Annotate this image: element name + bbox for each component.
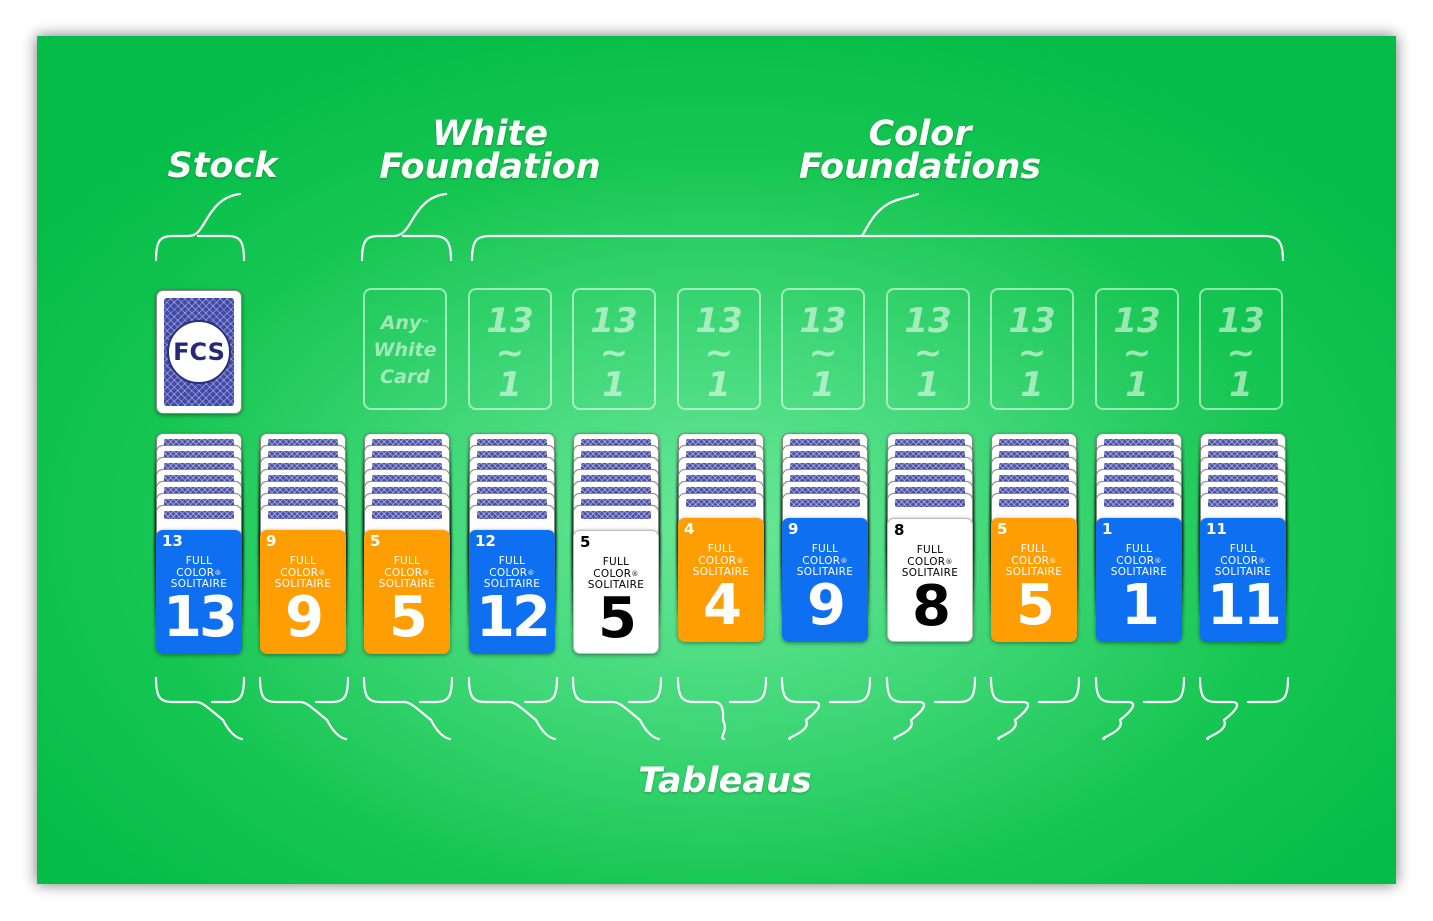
card-corner-rank: 5: [370, 532, 381, 550]
card-rank: 5: [389, 585, 428, 650]
foundation-range-sep: ~: [1017, 333, 1047, 373]
foundation-range-bottom: 1: [602, 365, 626, 405]
color-foundation-slot[interactable]: 13~1: [1199, 288, 1283, 410]
card-rank: 11: [1207, 573, 1282, 638]
foundation-range-bottom: 1: [811, 365, 835, 405]
color-foundation-slot[interactable]: 13~1: [468, 288, 552, 410]
color-foundations-label: Color Foundations: [755, 114, 1085, 187]
foundation-range-top: 13: [904, 301, 952, 341]
card-corner-rank: 4: [684, 520, 695, 538]
foundation-range-bottom: 1: [1020, 365, 1044, 405]
card-rank: 5: [1016, 573, 1055, 638]
foundation-range-sep: ~: [1122, 333, 1152, 373]
foundation-range-top: 13: [799, 301, 847, 341]
foundation-range-top: 13: [590, 301, 638, 341]
foundation-range-bottom: 1: [707, 365, 731, 405]
card-rank: 8: [912, 574, 951, 639]
foundation-range-top: 13: [486, 301, 534, 341]
foundation-range-sep: ~: [599, 333, 629, 373]
card-corner-rank: 1: [1102, 520, 1113, 538]
foundation-range-bottom: 1: [498, 365, 522, 405]
white-foundation-label-line1: White: [432, 114, 548, 154]
color-foundation-slot[interactable]: 13~1: [990, 288, 1074, 410]
foundation-range-sep: ~: [913, 333, 943, 373]
white-foundation-any: Any™: [380, 312, 430, 334]
stock-label: Stock: [167, 146, 278, 186]
white-foundation-slot[interactable]: Any™ White Card: [363, 288, 447, 410]
color-foundation-slot[interactable]: 13~1: [572, 288, 656, 410]
foundation-range-bottom: 1: [1229, 365, 1253, 405]
card-rank: 9: [807, 573, 846, 638]
foundation-range-top: 13: [695, 301, 743, 341]
white-foundation-white: White: [373, 339, 437, 361]
white-foundation-card: Card: [380, 366, 430, 388]
foundation-range-top: 13: [1008, 301, 1056, 341]
card-rank: 5: [598, 586, 637, 651]
card-rank: 4: [703, 573, 742, 638]
tableaus-label: Tableaus: [638, 761, 812, 801]
white-foundation-label-line2: Foundation: [379, 147, 601, 187]
foundation-range-top: 13: [1113, 301, 1161, 341]
color-foundation-slot[interactable]: 13~1: [886, 288, 970, 410]
foundation-range-sep: ~: [1226, 333, 1256, 373]
color-foundation-slot[interactable]: 13~1: [1095, 288, 1179, 410]
card-rank: 12: [476, 585, 551, 650]
foundation-range-sep: ~: [495, 333, 525, 373]
card-corner-rank: 5: [580, 533, 591, 551]
fcs-logo: FCS: [167, 320, 231, 384]
card-rank: 1: [1121, 573, 1160, 638]
white-foundation-label: White Foundation: [345, 114, 635, 187]
color-foundation-slot[interactable]: 13~1: [781, 288, 865, 410]
foundation-range-sep: ~: [808, 333, 838, 373]
card-corner-rank: 5: [997, 520, 1008, 538]
card-corner-rank: 13: [162, 532, 183, 550]
foundation-range-sep: ~: [704, 333, 734, 373]
color-foundations-label-line2: Foundations: [798, 147, 1042, 187]
card-rank: 9: [285, 585, 324, 650]
card-corner-rank: 9: [788, 520, 799, 538]
card-corner-rank: 12: [475, 532, 496, 550]
stock-pile[interactable]: FCS: [156, 290, 242, 414]
card-rank: 13: [163, 585, 238, 650]
color-foundations-label-line1: Color: [868, 114, 972, 154]
foundation-range-bottom: 1: [1125, 365, 1149, 405]
card-corner-rank: 9: [266, 532, 277, 550]
color-foundation-slot[interactable]: 13~1: [677, 288, 761, 410]
foundation-range-top: 13: [1217, 301, 1265, 341]
foundation-range-bottom: 1: [916, 365, 940, 405]
card-corner-rank: 8: [894, 521, 905, 539]
card-corner-rank: 11: [1206, 520, 1227, 538]
